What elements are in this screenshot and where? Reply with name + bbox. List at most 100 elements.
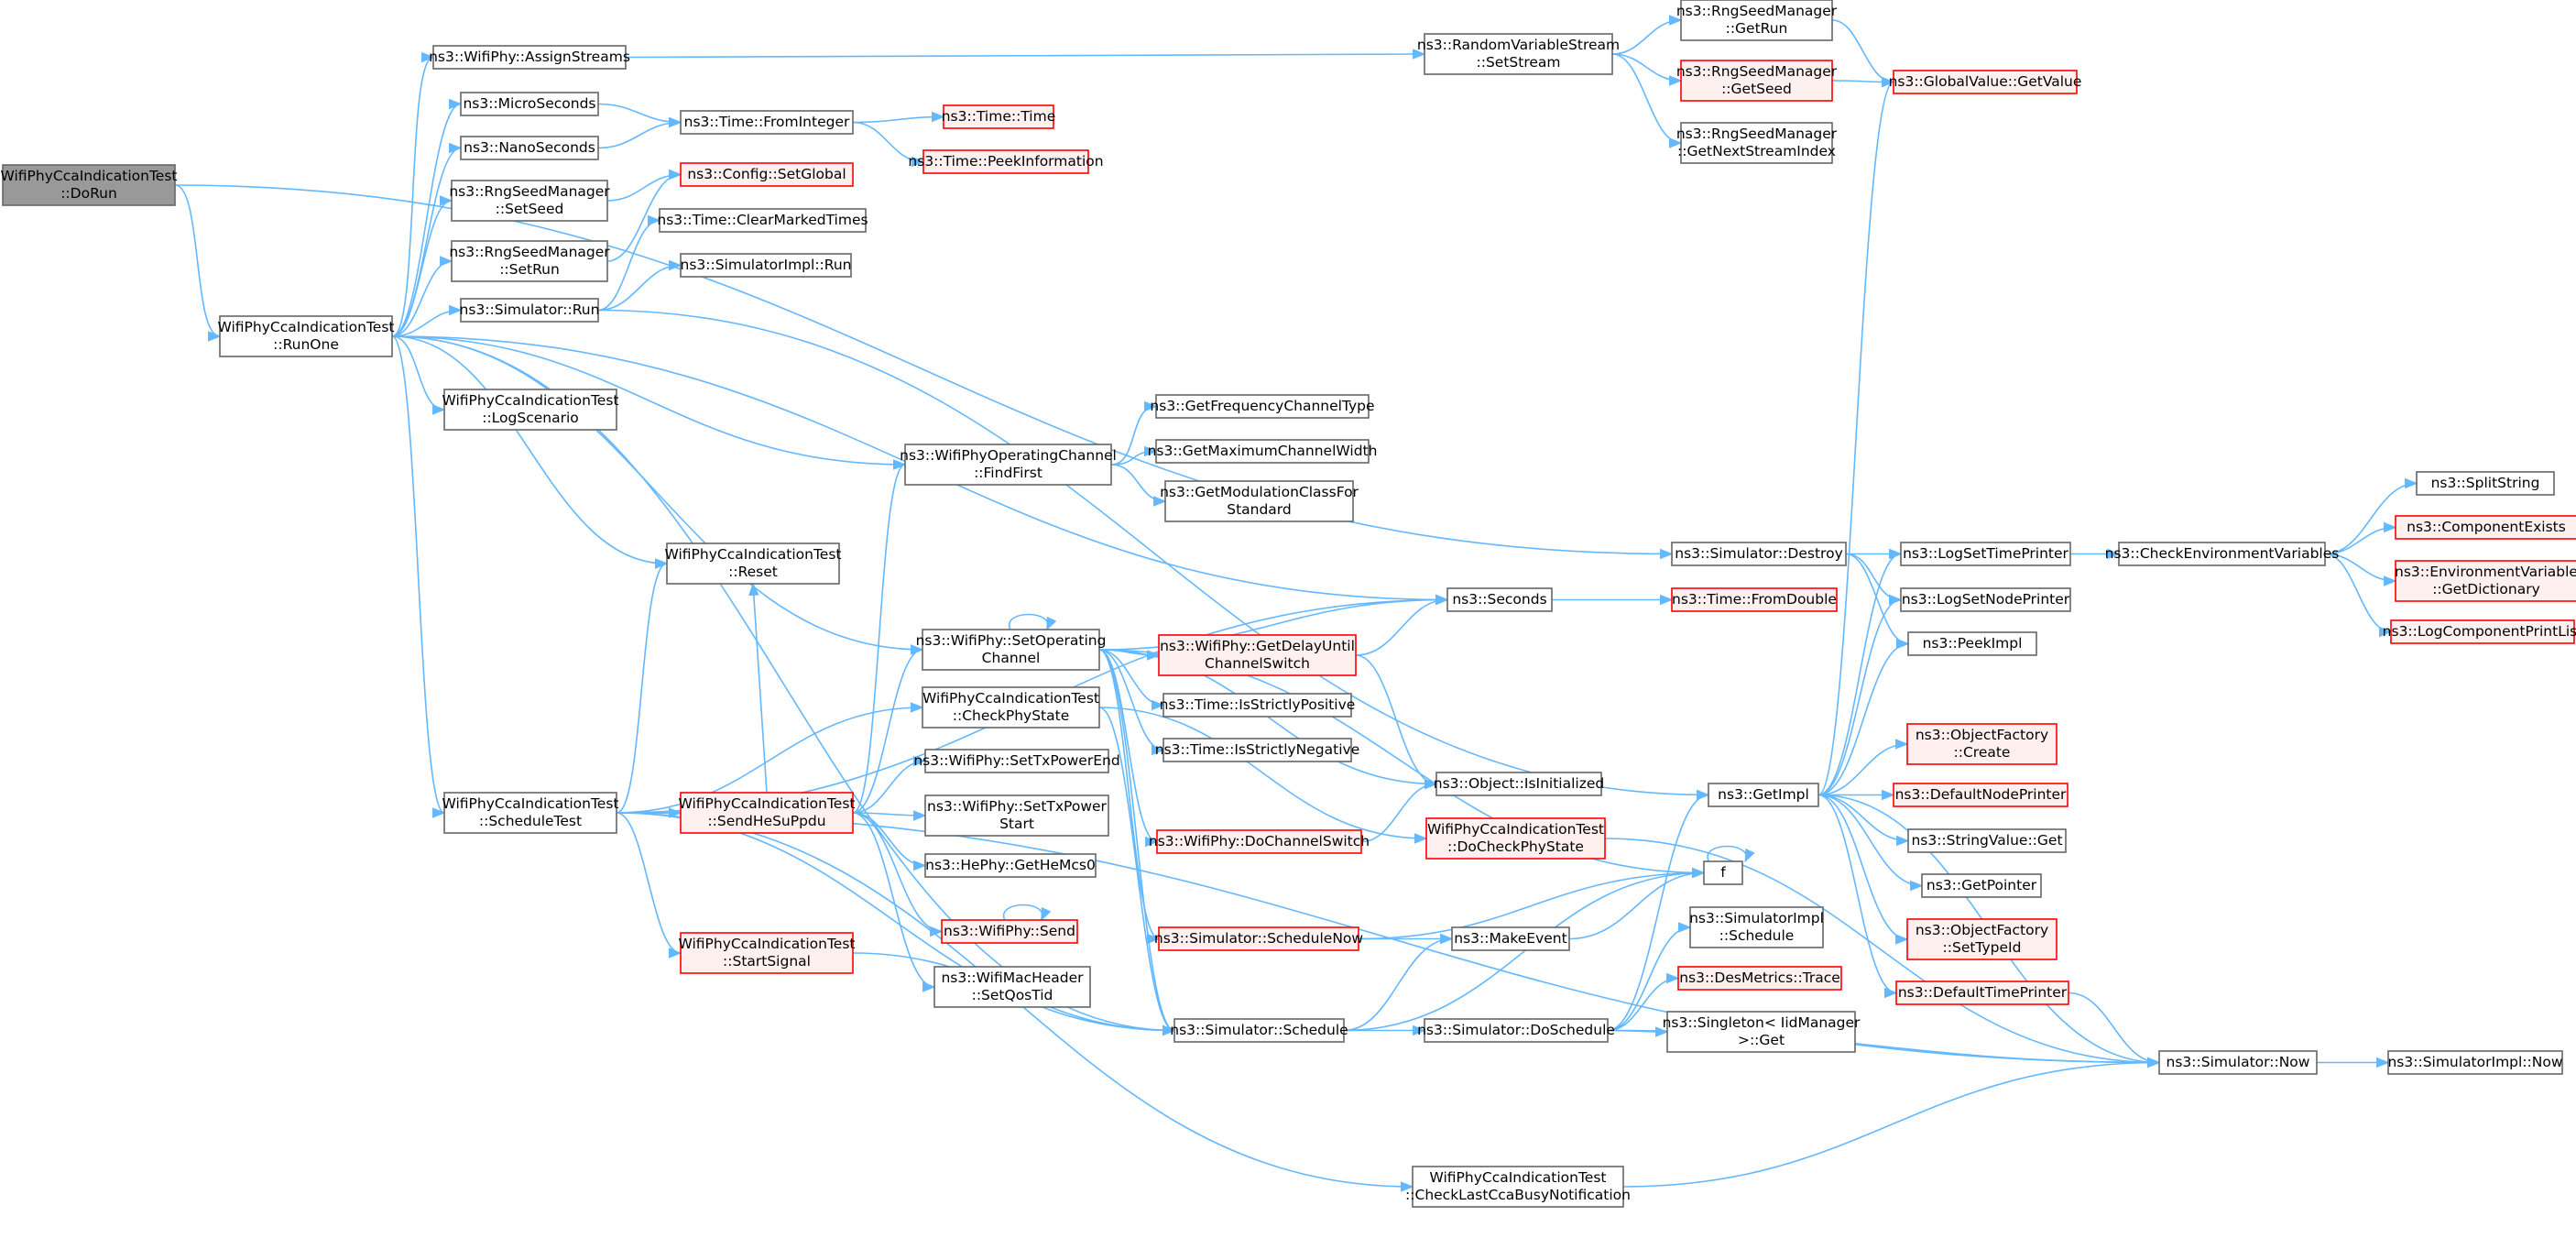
node-microseconds[interactable]: ns3::MicroSeconds <box>460 92 599 116</box>
node-rngsetseed[interactable]: ns3::RngSeedManager::SetSeed <box>449 180 610 222</box>
node-label-assignstreams-line-0: ns3::WifiPhy::AssignStreams <box>429 49 630 65</box>
node-box-assignstreams <box>432 45 627 70</box>
call-edge-timefrominteger-to-peekinfo <box>852 121 925 168</box>
node-splitstring[interactable]: ns3::SplitString <box>2416 471 2555 496</box>
node-checklastcca[interactable]: WifiPhyCcaIndicationTest::CheckLastCcaBu… <box>1405 1166 1631 1208</box>
call-edge-runone-to-setopchannel <box>391 335 924 655</box>
node-findfirst[interactable]: ns3::WifiPhyOperatingChannel::FindFirst <box>900 444 1117 486</box>
node-configsetglobal[interactable]: ns3::Config::SetGlobal <box>680 162 854 187</box>
node-label-objfactorysettypeid-line-1: ::SetTypeId <box>1943 939 2022 956</box>
node-desmetrics[interactable]: ns3::DesMetrics::Trace <box>1677 966 1842 991</box>
node-box-logsetnodeprinter <box>1900 587 2071 612</box>
node-checkenv[interactable]: ns3::CheckEnvironmentVariables <box>2105 542 2340 566</box>
node-doschedule[interactable]: ns3::Simulator::DoSchedule <box>1417 1018 1615 1043</box>
node-getimpl[interactable]: ns3::GetImpl <box>1708 783 1819 807</box>
call-edge-getimpl-to-objfactorycreate <box>1817 739 1909 796</box>
node-setqostid[interactable]: ns3::WifiMacHeader::SetQosTid <box>933 966 1091 1008</box>
node-startsignal[interactable]: WifiPhyCcaIndicationTest::StartSignal <box>678 932 856 974</box>
node-simdestroy[interactable]: ns3::Simulator::Destroy <box>1671 542 1847 566</box>
node-componentexists[interactable]: ns3::ComponentExists <box>2395 515 2576 540</box>
node-seconds[interactable]: ns3::Seconds <box>1446 587 1553 612</box>
node-dorun[interactable]: WifiPhyCcaIndicationTest::DoRun <box>0 164 178 206</box>
node-box-docheckphystate <box>1425 817 1606 860</box>
node-label-checklastcca-line-0: WifiPhyCcaIndicationTest <box>1429 1169 1606 1186</box>
node-scheduletest[interactable]: WifiPhyCcaIndicationTest::ScheduleTest <box>442 792 619 834</box>
node-timefrominteger[interactable]: ns3::Time::FromInteger <box>680 110 854 135</box>
call-edge-getimpl-to-logsetnodeprinter <box>1817 594 1903 796</box>
node-defaultnodeprinter[interactable]: ns3::DefaultNodePrinter <box>1893 783 2068 807</box>
node-label-rnggetseed-line-1: ::GetSeed <box>1721 81 1792 97</box>
call-edge-sendhesu-to-wifiphysend <box>852 812 944 937</box>
node-getfreqtype[interactable]: ns3::GetFrequencyChannelType <box>1150 394 1375 419</box>
node-label-configsetglobal-line-0: ns3::Config::SetGlobal <box>687 166 846 182</box>
node-timetime[interactable]: ns3::Time::Time <box>942 104 1056 129</box>
node-rvssetstream[interactable]: ns3::RandomVariableStream::SetStream <box>1417 33 1620 75</box>
node-gvgetvalue[interactable]: ns3::GlobalValue::GetValue <box>1889 70 2082 94</box>
node-dochannelswitch[interactable]: ns3::WifiPhy::DoChannelSwitch <box>1149 829 1370 854</box>
node-box-getmodclass <box>1164 480 1354 522</box>
node-label-findfirst-line-0: ns3::WifiPhyOperatingChannel <box>900 447 1117 464</box>
node-schedulenow[interactable]: ns3::Simulator::ScheduleNow <box>1154 926 1363 951</box>
node-getpointer[interactable]: ns3::GetPointer <box>1921 873 2042 898</box>
node-peekimpl[interactable]: ns3::PeekImpl <box>1907 631 2037 656</box>
node-defaulttimeprinter[interactable]: ns3::DefaultTimePrinter <box>1895 981 2069 1005</box>
node-rnggetrun[interactable]: ns3::RngSeedManager::GetRun <box>1676 0 1838 41</box>
node-box-getfreqtype <box>1155 394 1370 419</box>
node-wifiphysend[interactable]: ns3::WifiPhy::Send <box>941 919 1078 944</box>
node-clearmarked[interactable]: ns3::Time::ClearMarkedTimes <box>657 208 868 233</box>
node-runone[interactable]: WifiPhyCcaIndicationTest::RunOne <box>217 315 395 357</box>
node-assignstreams[interactable]: ns3::WifiPhy::AssignStreams <box>429 45 630 70</box>
node-simnow[interactable]: ns3::Simulator::Now <box>2158 1050 2318 1075</box>
node-rngsetrun[interactable]: ns3::RngSeedManager::SetRun <box>449 240 610 282</box>
node-timefromdouble[interactable]: ns3::Time::FromDouble <box>1671 587 1838 612</box>
node-getmaxwidth[interactable]: ns3::GetMaximumChannelWidth <box>1148 439 1378 464</box>
node-logsettimeprinter[interactable]: ns3::LogSetTimePrinter <box>1900 542 2071 566</box>
node-hegethemcs0[interactable]: ns3::HePhy::GetHeMcs0 <box>924 853 1097 878</box>
node-box-rnggetnext <box>1680 122 1833 164</box>
node-checkphystate[interactable]: WifiPhyCcaIndicationTest::CheckPhyState <box>922 686 1100 729</box>
node-logscenario[interactable]: WifiPhyCcaIndicationTest::LogScenario <box>442 389 619 431</box>
node-simimplschedule[interactable]: ns3::SimulatorImpl::Schedule <box>1689 906 1824 948</box>
node-box-wifiphysend <box>941 919 1078 944</box>
node-label-doschedule-line-0: ns3::Simulator::DoSchedule <box>1417 1022 1615 1038</box>
call-edge-sendhesu-to-findfirst <box>852 459 907 814</box>
node-label-checkphystate-line-1: ::CheckPhyState <box>953 707 1070 724</box>
node-envgetdict[interactable]: ns3::EnvironmentVariable::GetDictionary <box>2395 560 2576 602</box>
node-logsetnodeprinter[interactable]: ns3::LogSetNodePrinter <box>1900 587 2071 612</box>
node-singletonget[interactable]: ns3::Singleton< IidManager>::Get <box>1663 1011 1861 1053</box>
call-edge-sendhesu-to-setqostid <box>852 812 936 992</box>
node-sendhesu[interactable]: WifiPhyCcaIndicationTest::SendHeSuPpdu <box>678 792 856 834</box>
call-edge-rvssetstream-to-rnggetnext <box>1611 53 1683 148</box>
node-label-singletonget-line-1: >::Get <box>1738 1032 1785 1048</box>
node-simimplnow[interactable]: ns3::SimulatorImpl::Now <box>2387 1050 2563 1075</box>
node-label-simimplschedule-line-1: ::Schedule <box>1719 927 1795 944</box>
node-simschedule[interactable]: ns3::Simulator::Schedule <box>1170 1018 1348 1043</box>
node-isinit[interactable]: ns3::Object::IsInitialized <box>1434 772 1604 796</box>
node-docheckphystate[interactable]: WifiPhyCcaIndicationTest::DoCheckPhyStat… <box>1425 817 1606 860</box>
node-simrun[interactable]: ns3::Simulator::Run <box>460 298 600 323</box>
node-nanoseconds[interactable]: ns3::NanoSeconds <box>460 136 599 160</box>
node-label-logsettimeprinter-line-0: ns3::LogSetTimePrinter <box>1903 545 2068 562</box>
node-reset[interactable]: WifiPhyCcaIndicationTest::Reset <box>664 542 842 585</box>
call-edge-doschedule-to-simimplschedule <box>1607 922 1692 1032</box>
node-rnggetseed[interactable]: ns3::RngSeedManager::GetSeed <box>1676 60 1838 102</box>
node-logcomponentprintlist[interactable]: ns3::LogComponentPrintList <box>2383 619 2576 644</box>
node-objfactorysettypeid[interactable]: ns3::ObjectFactory::SetTypeId <box>1906 918 2058 960</box>
node-makeevent[interactable]: ns3::MakeEvent <box>1451 926 1570 951</box>
node-settxpowerend[interactable]: ns3::WifiPhy::SetTxPowerEnd <box>913 749 1120 773</box>
call-edge-checklastcca-to-simnow <box>1622 1057 2161 1188</box>
node-isstrictneg[interactable]: ns3::Time::IsStrictlyNegative <box>1155 738 1359 762</box>
node-f[interactable]: f <box>1703 860 1743 885</box>
node-label-logscenario-line-0: WifiPhyCcaIndicationTest <box>442 392 618 409</box>
node-label-docheckphystate-line-0: WifiPhyCcaIndicationTest <box>1427 821 1604 838</box>
node-peekinfo[interactable]: ns3::Time::PeekInformation <box>908 149 1104 174</box>
node-stringvalueget[interactable]: ns3::StringValue::Get <box>1907 828 2067 853</box>
node-objfactorycreate[interactable]: ns3::ObjectFactory::Create <box>1906 723 2058 765</box>
node-rnggetnext[interactable]: ns3::RngSeedManager::GetNextStreamIndex <box>1676 122 1838 164</box>
node-isstrictpos[interactable]: ns3::Time::IsStrictlyPositive <box>1160 693 1356 718</box>
node-simimplrun[interactable]: ns3::SimulatorImpl::Run <box>680 253 852 278</box>
